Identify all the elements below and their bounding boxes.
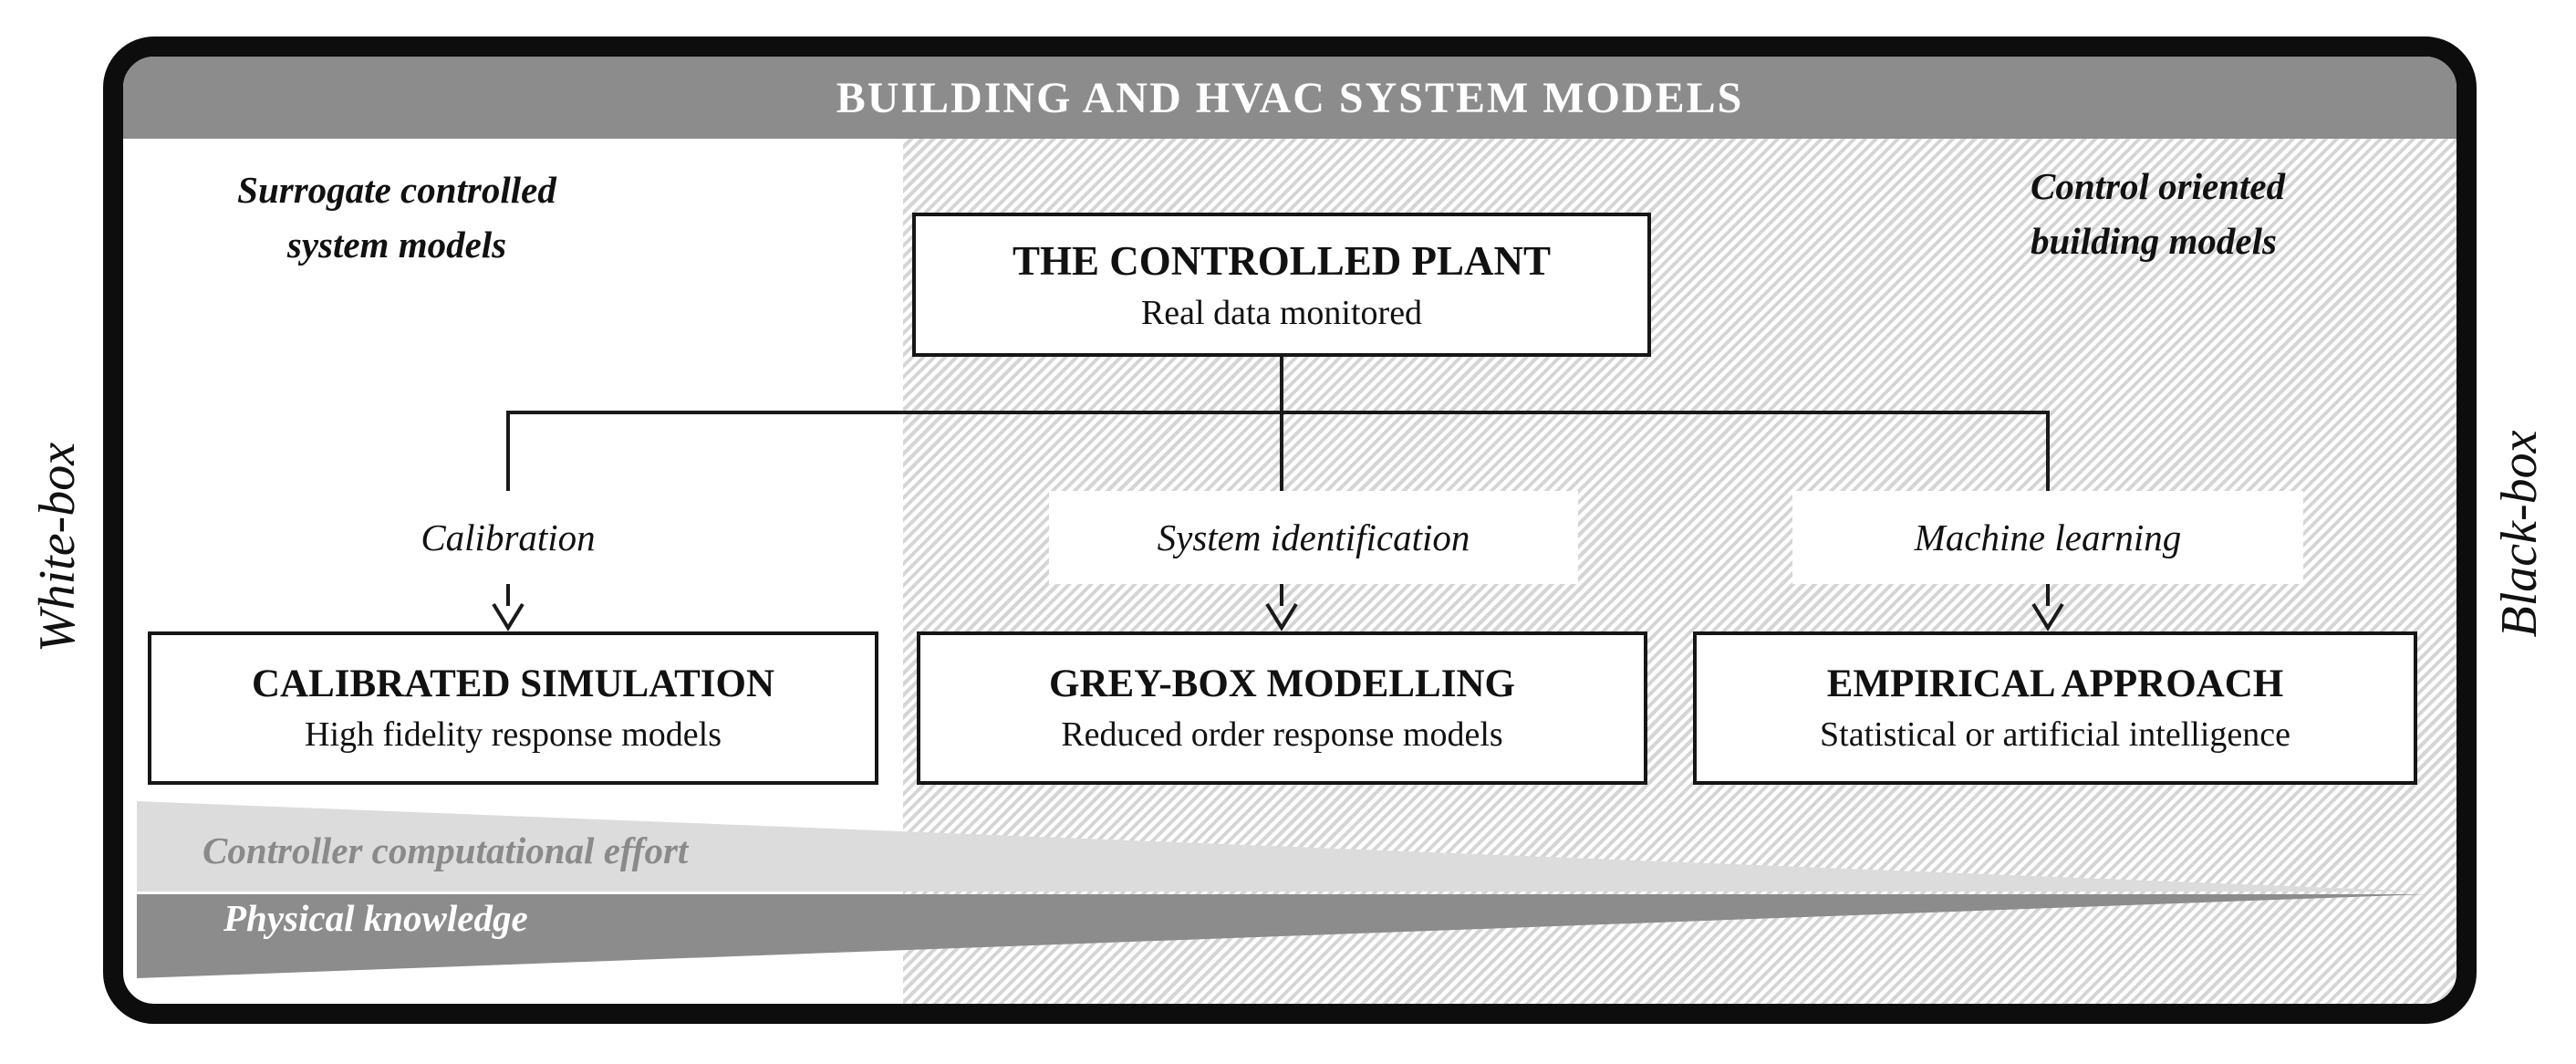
black-box-axis-label: Black-box [2491,430,2548,638]
surrogate-models-annotation: Surrogate controlled system models [178,162,616,272]
diagram-title: BUILDING AND HVAC SYSTEM MODELS [836,74,1744,122]
box-subtitle: Real data monitored [1140,293,1423,332]
control-oriented-annotation: Control oriented building models [2031,159,2457,268]
system-identification-arrowhead-icon [1265,602,1298,631]
diagram-frame: BUILDING AND HVAC SYSTEM MODELS Surrogat… [103,37,2477,1024]
annotation-line: Control oriented [2031,165,2286,207]
white-box-axis-label: White-box [29,442,86,653]
connector-and-wedges-layer [137,355,2426,978]
computational-effort-wedge [137,801,2426,892]
box-subtitle: High fidelity response models [305,715,722,754]
annotation-line: building models [2031,220,2277,262]
machine-learning-arrowhead-icon [2031,602,2064,631]
empirical-approach-box: EMPIRICAL APPROACH Statistical or artifi… [1693,631,2417,785]
machine-learning-label: Machine learning [1792,491,2303,584]
calibration-label: Calibration [335,491,681,584]
box-subtitle: Reduced order response models [1061,715,1503,754]
box-title: GREY-BOX MODELLING [1049,662,1515,705]
annotation-line: system models [286,224,507,266]
system-identification-label: System identification [1049,491,1578,584]
calibration-arrowhead-icon [492,602,525,631]
calibrated-simulation-box: CALIBRATED SIMULATION High fidelity resp… [148,631,878,785]
grey-box-modelling-box: GREY-BOX MODELLING Reduced order respons… [917,631,1647,785]
box-title: EMPIRICAL APPROACH [1826,662,2284,705]
physical-knowledge-wedge [137,894,2426,978]
box-title: CALIBRATED SIMULATION [251,662,775,705]
title-banner: BUILDING AND HVAC SYSTEM MODELS [123,57,2457,139]
controlled-plant-box: THE CONTROLLED PLANT Real data monitored [912,213,1651,357]
physical-knowledge-label: Physical knowledge [223,897,528,939]
box-title: THE CONTROLLED PLANT [1012,237,1552,284]
box-subtitle: Statistical or artificial intelligence [1820,715,2290,754]
controller-computational-effort-label: Controller computational effort [203,829,689,871]
annotation-line: Surrogate controlled [237,169,556,211]
